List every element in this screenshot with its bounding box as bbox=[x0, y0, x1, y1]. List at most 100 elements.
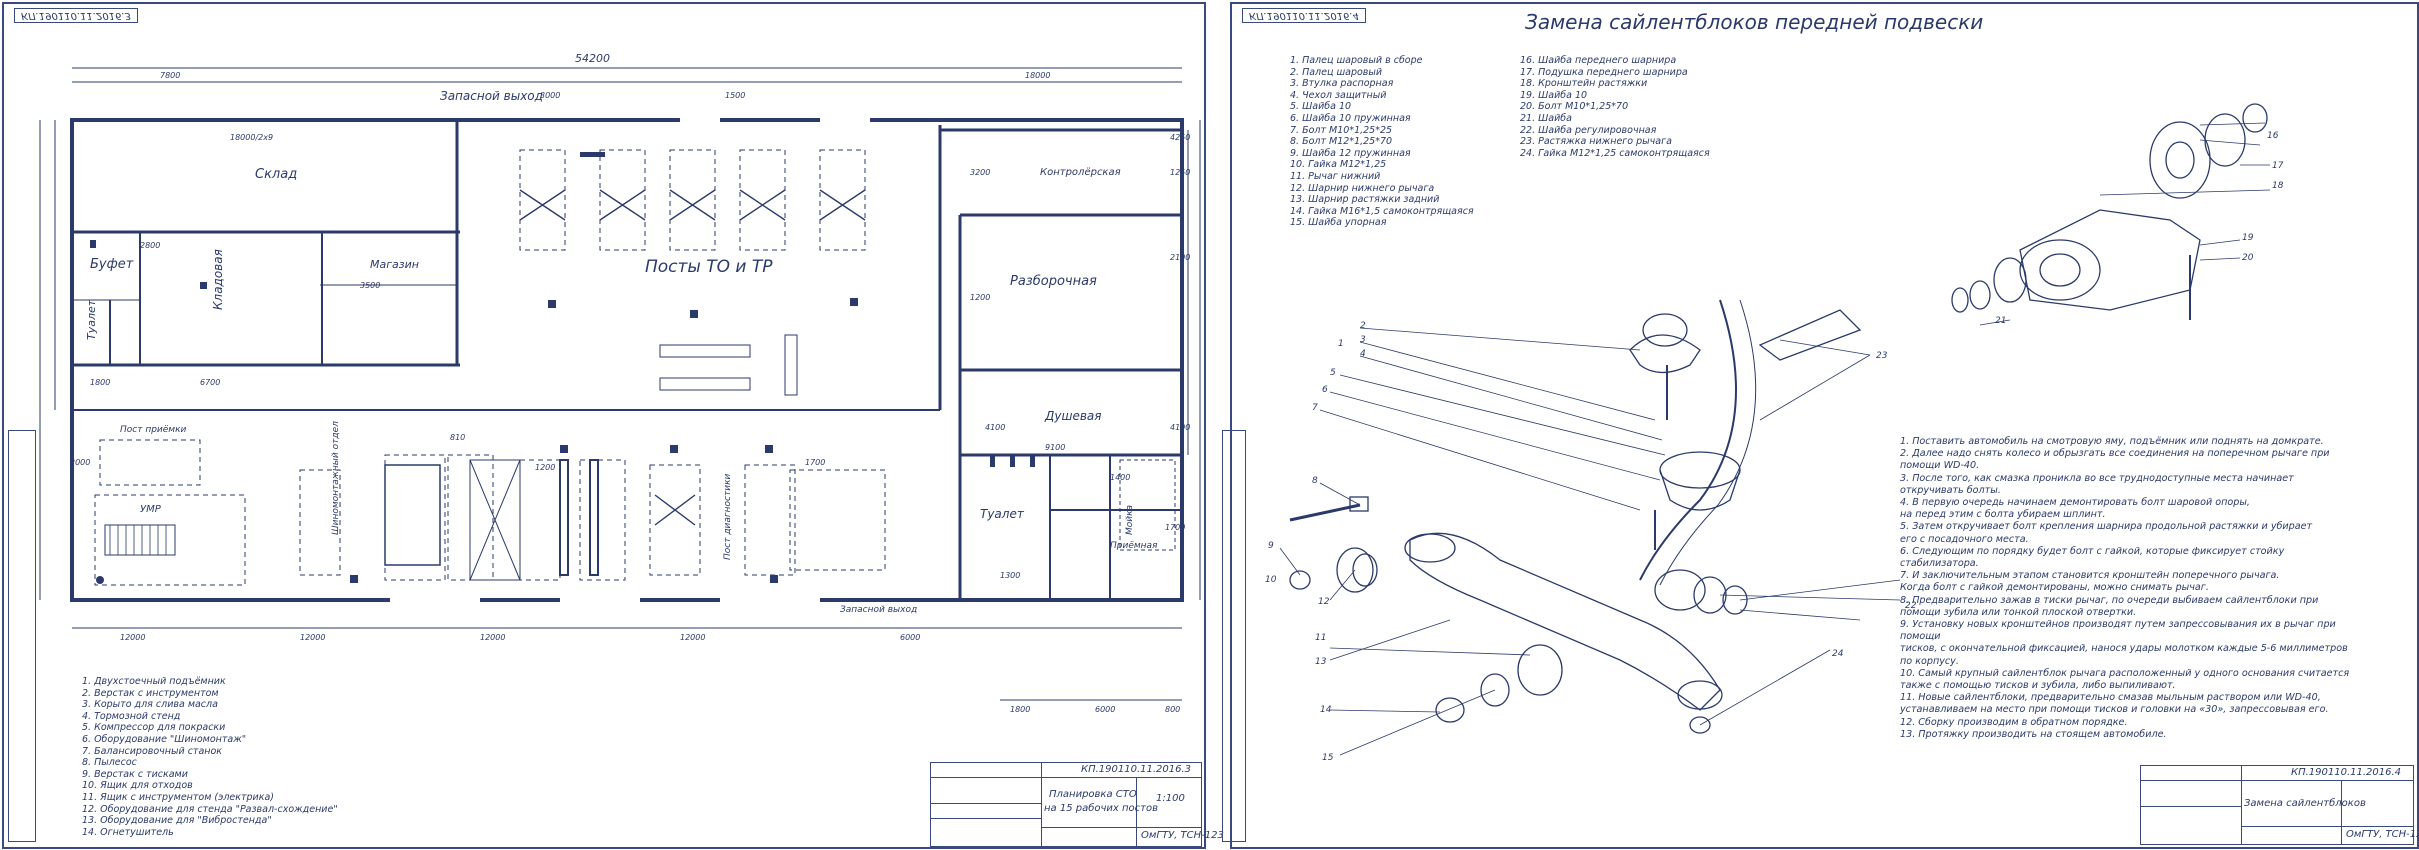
tb2-code: КП.190110.11.2016.4 bbox=[2291, 767, 2402, 778]
conveyor bbox=[104, 524, 176, 556]
tb2-org: ОмГТУ, ТСН-123 bbox=[2346, 829, 2419, 840]
label-umr: УМР bbox=[140, 504, 162, 515]
svg-text:19: 19 bbox=[2242, 233, 2254, 243]
label-entrance: Запасной выход bbox=[840, 605, 917, 615]
tb1-title: Планировка СТО bbox=[1049, 789, 1137, 800]
svg-text:1700: 1700 bbox=[1165, 523, 1185, 532]
svg-text:9100: 9100 bbox=[1045, 443, 1065, 452]
svg-text:9: 9 bbox=[1268, 541, 1274, 551]
svg-text:20: 20 bbox=[2242, 253, 2254, 263]
svg-text:6: 6 bbox=[1322, 385, 1328, 395]
svg-text:10: 10 bbox=[1265, 575, 1277, 585]
title-block-sheet1: КП.190110.11.2016.3 Планировка СТО на 15… bbox=[930, 762, 1224, 847]
svg-text:18000: 18000 bbox=[1025, 71, 1050, 80]
label-shop: Магазин bbox=[370, 258, 419, 271]
svg-text:1250: 1250 bbox=[1170, 168, 1190, 177]
tension-rod bbox=[1639, 299, 1737, 581]
svg-text:6700: 6700 bbox=[200, 378, 220, 387]
svg-text:2: 2 bbox=[1360, 321, 1366, 331]
procedure-steps: 1. Поставить автомобиль на смотровую яму… bbox=[1900, 436, 2350, 740]
umr-area bbox=[94, 494, 246, 586]
svg-text:12: 12 bbox=[1318, 597, 1330, 607]
label-reception: Пост приёмки bbox=[120, 425, 187, 435]
svg-text:23: 23 bbox=[1876, 351, 1888, 361]
svg-text:12000: 12000 bbox=[480, 633, 505, 642]
svg-text:1700: 1700 bbox=[805, 458, 825, 467]
label-washing: Мойка bbox=[1125, 505, 1135, 535]
tb1-scale: 1:100 bbox=[1156, 793, 1185, 804]
svg-text:810: 810 bbox=[450, 433, 465, 442]
svg-text:1800: 1800 bbox=[1010, 705, 1030, 714]
svg-text:1500: 1500 bbox=[725, 91, 745, 100]
label-pantry: Кладовая bbox=[211, 249, 225, 310]
svg-text:12000: 12000 bbox=[680, 633, 705, 642]
svg-text:12000: 12000 bbox=[120, 633, 145, 642]
tb1-subtitle: на 15 рабочих постов bbox=[1044, 803, 1159, 814]
label-buffet: Буфет bbox=[90, 257, 134, 272]
label-corridor: Приёмная bbox=[1110, 541, 1158, 551]
svg-text:1: 1 bbox=[1338, 339, 1344, 349]
svg-text:1200: 1200 bbox=[970, 293, 990, 302]
callout-numbers: 1 2 3 4 5 6 7 8 9 10 11 12 13 14 15 16 1… bbox=[1265, 131, 2284, 763]
svg-text:16: 16 bbox=[2267, 131, 2279, 141]
side-strip-1 bbox=[8, 430, 36, 842]
svg-text:3500: 3500 bbox=[360, 281, 380, 290]
title-block-sheet2: КП.190110.11.2016.4 Замена сайлентблоков… bbox=[2140, 765, 2419, 845]
dimension-numbers: 7800 18000/2x9 3000 1500 18000 2800 3500… bbox=[70, 71, 1190, 714]
svg-text:6000: 6000 bbox=[1095, 705, 1115, 714]
svg-text:1400: 1400 bbox=[1110, 473, 1130, 482]
svg-text:1200: 1200 bbox=[535, 463, 555, 472]
svg-text:5: 5 bbox=[1330, 368, 1336, 378]
bracket bbox=[2019, 209, 2201, 311]
dim-total-width: 54200 bbox=[575, 52, 610, 65]
label-shower: Душевая bbox=[1044, 409, 1101, 423]
label-posts: Посты ТО и ТР bbox=[645, 257, 773, 277]
sheet-assembly: КП.190110.11.2016.4 bbox=[1230, 2, 2419, 849]
svg-text:1300: 1300 bbox=[1000, 571, 1020, 580]
label-toilet: Туалет bbox=[980, 507, 1025, 521]
svg-text:4100: 4100 bbox=[985, 423, 1005, 432]
reception-post bbox=[99, 439, 201, 486]
svg-text:12000: 12000 bbox=[300, 633, 325, 642]
svg-text:4100: 4100 bbox=[1170, 423, 1190, 432]
svg-text:3000: 3000 bbox=[540, 91, 560, 100]
tb1-code: КП.190110.11.2016.3 bbox=[1081, 764, 1192, 775]
svg-text:18000/2x9: 18000/2x9 bbox=[230, 133, 273, 142]
svg-text:2800: 2800 bbox=[140, 241, 160, 250]
svg-text:2100: 2100 bbox=[1170, 253, 1190, 262]
svg-text:1800: 1800 bbox=[90, 378, 110, 387]
label-pit: Пост диагностики bbox=[723, 473, 733, 560]
svg-text:4: 4 bbox=[1360, 349, 1366, 359]
ball-joint bbox=[1629, 334, 1701, 374]
svg-text:8: 8 bbox=[1312, 476, 1318, 486]
label-disassembly: Разборочная bbox=[1010, 274, 1097, 289]
lower-arm bbox=[1409, 532, 1721, 711]
tb2-title: Замена сайлентблоков bbox=[2244, 798, 2366, 809]
label-spare-exit: Запасной выход bbox=[440, 89, 543, 103]
svg-text:22: 22 bbox=[1905, 601, 1917, 611]
side-strip-2 bbox=[1222, 430, 1246, 842]
svg-text:2000: 2000 bbox=[70, 458, 90, 467]
svg-text:7: 7 bbox=[1312, 403, 1318, 413]
svg-text:15: 15 bbox=[1322, 753, 1334, 763]
sheet2-title: Замена сайлентблоков передней подвески bbox=[1525, 10, 1984, 34]
label-tire-dept: Шиномонтажный отдел bbox=[331, 421, 341, 535]
svg-text:3: 3 bbox=[1360, 335, 1366, 345]
svg-text:4250: 4250 bbox=[1170, 133, 1190, 142]
svg-text:6000: 6000 bbox=[900, 633, 920, 642]
svg-text:800: 800 bbox=[1165, 705, 1180, 714]
svg-text:7800: 7800 bbox=[160, 71, 180, 80]
svg-text:11: 11 bbox=[1315, 633, 1326, 643]
svg-text:18: 18 bbox=[2272, 181, 2284, 191]
label-toilet-left: Туалет bbox=[85, 299, 98, 340]
label-control: Контролёрская bbox=[1040, 167, 1121, 178]
svg-text:13: 13 bbox=[1315, 657, 1327, 667]
label-warehouse: Склад bbox=[255, 167, 297, 182]
svg-text:24: 24 bbox=[1832, 649, 1844, 659]
sheet-floor-plan: КП.190110.11.2016.3 bbox=[2, 2, 1206, 849]
